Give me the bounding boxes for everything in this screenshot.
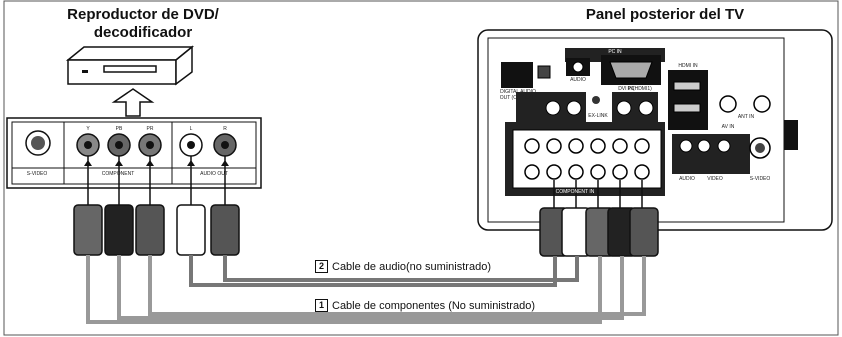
tv-digital-audio-label: DIGITAL AUDIO OUT (OPTICAL)	[499, 89, 537, 101]
dvd-cables	[73, 156, 240, 256]
dvd-audio-out-label: AUDIO OUT	[200, 171, 228, 177]
up-arrow-icon	[111, 88, 155, 117]
dvd-pr-label: PR	[146, 126, 154, 132]
tv-ant-label: ANT IN	[737, 114, 755, 120]
tv-panel	[477, 29, 833, 231]
audio-cable-number: 2	[315, 260, 328, 273]
tv-hdmi-label: HDMI IN	[678, 63, 698, 69]
tv-pc-label: PC	[627, 86, 635, 92]
tv-av-in-label: AV IN	[721, 124, 735, 130]
tv-dvi-label: DVI IN(HDMI1)	[618, 86, 652, 92]
dvd-player-icon	[65, 45, 195, 86]
tv-title: Panel posterior del TV	[585, 6, 745, 23]
tv-ex-link-label: EX-LINK	[588, 113, 608, 119]
audio-cable-route	[189, 255, 579, 287]
tv-audio-label: AUDIO	[679, 176, 695, 182]
component-cable-text: Cable de componentes (No suministrado)	[332, 299, 535, 312]
dvd-component-label: COMPONENT	[101, 171, 135, 177]
dvd-pb-label: PB	[115, 126, 123, 132]
audio-cable-label: 2 Cable de audio(no suministrado)	[312, 260, 494, 273]
component-cable-number: 1	[315, 299, 328, 312]
dvd-y-label: Y	[86, 126, 90, 132]
tv-video-label: VIDEO	[707, 176, 723, 182]
tv-svideo-label: S-VIDEO	[749, 176, 771, 182]
tv-component-in-label: COMPONENT IN	[555, 189, 595, 195]
dvd-l-label: L	[189, 126, 193, 132]
outer-frame	[3, 0, 839, 336]
tv-audio-top-label: AUDIO	[570, 77, 586, 83]
dvd-svideo-label: S-VIDEO	[26, 171, 48, 177]
component-cable-label: 1 Cable de componentes (No suministrado)	[312, 299, 538, 312]
dvd-title: Reproductor de DVD/ decodificador	[67, 6, 219, 41]
component-cable-route	[86, 255, 646, 324]
dvd-r-label: R	[223, 126, 227, 132]
dvd-panel	[6, 117, 262, 189]
tv-pc-in-label: PC IN	[608, 49, 622, 55]
audio-cable-text: Cable de audio(no suministrado)	[332, 260, 491, 273]
